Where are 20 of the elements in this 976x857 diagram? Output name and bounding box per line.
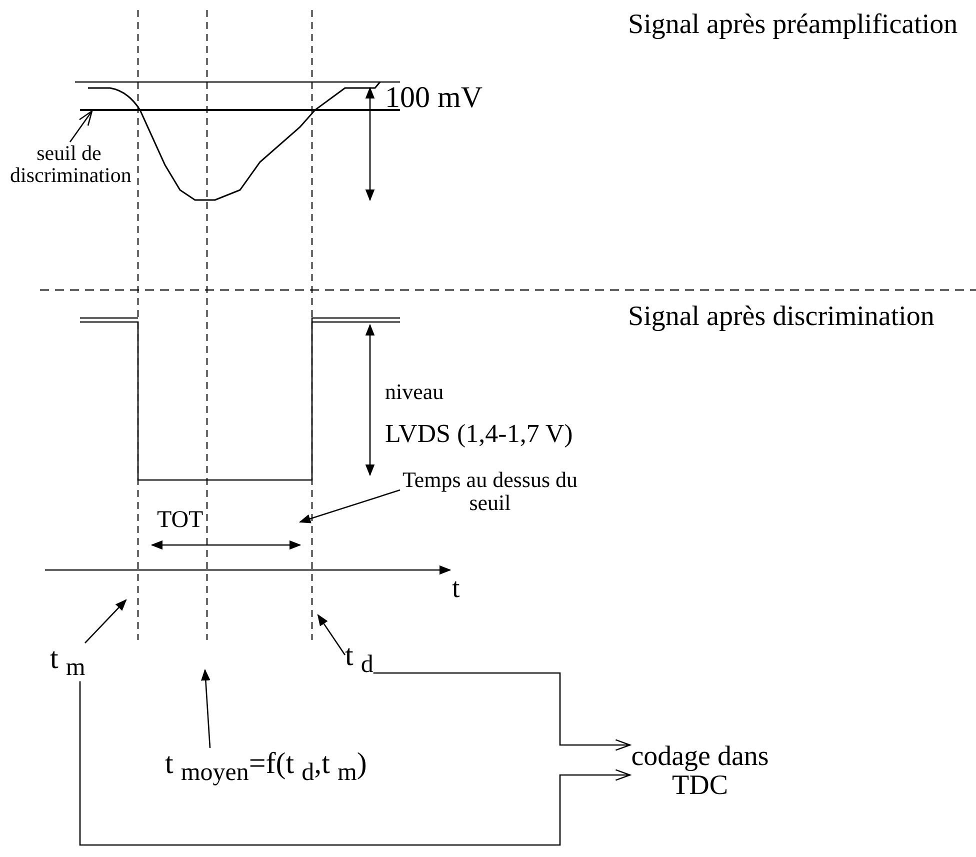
signal-label: t $_{d}$ [345,640,374,678]
dimension-label: niveau [385,380,444,404]
arrow [69,110,93,142]
dimension-label: 100 mV [385,82,482,114]
leader-line [201,668,211,748]
leader-line [317,614,346,656]
dimension-label: TOT [157,508,204,534]
leader-line [84,599,127,644]
signal-label: codage dans TDC [630,742,770,801]
arrow [373,672,631,751]
axis-label: t [452,574,460,604]
panel-title: Signal après préamplification [628,10,958,40]
panel-title: Signal après discrimination [628,302,934,332]
threshold-line [80,109,400,111]
signal-label: Temps au dessus du seuil [400,468,580,514]
dimension-label: LVDS (1,4-1,7 V) [385,420,573,448]
arrow [79,681,631,846]
leader-line [298,489,400,524]
signal-label: t $_{m}$ [50,643,86,682]
signal-label: t $_{moyen}$=f(t $_{d}$,t $_{m}$) [165,748,367,786]
